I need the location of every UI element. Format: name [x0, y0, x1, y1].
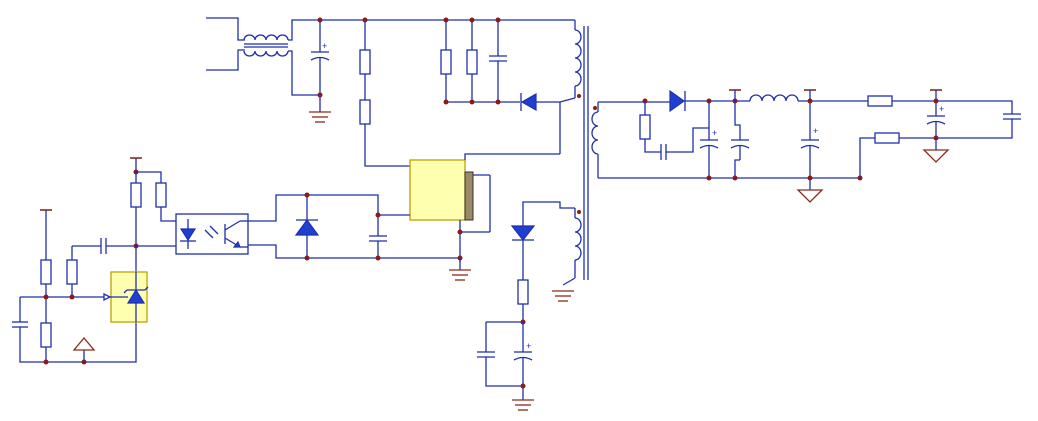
winding-dot	[593, 106, 597, 110]
secondary-feedback-network	[12, 157, 176, 365]
startup-resistor-chain	[359, 17, 410, 167]
resistor	[155, 182, 167, 208]
junction-dot	[69, 294, 75, 300]
junction-dot	[807, 98, 813, 104]
aux-rectifier-diode	[510, 225, 536, 241]
common-mode-choke	[243, 34, 289, 57]
resistor	[874, 132, 900, 144]
junction-dot	[443, 99, 449, 105]
secondary-output-section: + +	[598, 89, 1021, 203]
resistor	[517, 279, 529, 305]
junction-dot	[317, 17, 323, 23]
junction-dot	[304, 192, 310, 198]
snubber-diode	[520, 92, 537, 112]
junction-dot	[375, 212, 381, 218]
junction-dot	[469, 17, 475, 23]
bulk-capacitor: +	[310, 20, 330, 95]
resistor	[867, 95, 893, 107]
filter-cap-polarity: +	[939, 104, 944, 114]
output-rectifier-diode	[669, 89, 686, 113]
aux-ground-symbol	[512, 399, 534, 411]
junction-dot	[43, 359, 49, 365]
junction-dot	[469, 99, 475, 105]
junction-dot	[732, 175, 738, 181]
output-inductor	[749, 94, 799, 102]
bulk-cap-polarity: +	[322, 41, 327, 51]
junction-dot	[807, 175, 813, 181]
ac-input-section: +	[206, 17, 560, 123]
output-cap1-polarity: +	[712, 128, 717, 138]
rcd-snubber	[440, 17, 560, 112]
junction-dot	[495, 17, 501, 23]
junction-dot	[43, 294, 49, 300]
junction-dot	[375, 255, 381, 261]
opto-light-arrow	[204, 229, 214, 239]
winding-dot	[577, 94, 581, 98]
flyback-transformer	[559, 19, 599, 280]
junction-dot	[520, 383, 526, 389]
resistor	[440, 49, 452, 75]
winding-dot	[577, 210, 581, 214]
resistor	[66, 259, 78, 285]
primary-ground-symbol-2	[449, 269, 471, 281]
junction-dot	[933, 98, 939, 104]
junction-dot	[706, 175, 712, 181]
aux-winding-ground-symbol	[552, 290, 574, 302]
junction-dot	[933, 135, 939, 141]
junction-dot	[495, 99, 501, 105]
opto-light-arrow	[209, 225, 219, 235]
junction-dot	[443, 17, 449, 23]
junction-dot	[304, 255, 310, 261]
junction-dot	[317, 92, 323, 98]
resistor	[639, 114, 651, 140]
clamp-zener-diode	[294, 218, 320, 236]
aux-vcc-supply: +	[477, 201, 576, 411]
resistor	[359, 99, 371, 125]
load-ground-symbol	[922, 149, 950, 163]
ic-heatsink	[464, 171, 474, 221]
junction-dot	[457, 229, 463, 235]
optocoupler	[175, 213, 249, 255]
resistor	[40, 259, 52, 285]
aux-cap-polarity: +	[526, 341, 531, 351]
output-cap2-polarity: +	[813, 126, 818, 136]
resistor	[466, 49, 478, 75]
junction-dot	[362, 17, 368, 23]
resistor	[130, 182, 142, 208]
resistor	[40, 322, 52, 348]
secondary-ground-symbol	[72, 336, 96, 351]
output-ground-symbol	[796, 189, 824, 203]
feedback-clamp	[248, 192, 471, 281]
primary-ground-symbol-1	[309, 111, 331, 123]
resistor	[359, 49, 371, 75]
pwm-controller-ic	[409, 153, 560, 262]
